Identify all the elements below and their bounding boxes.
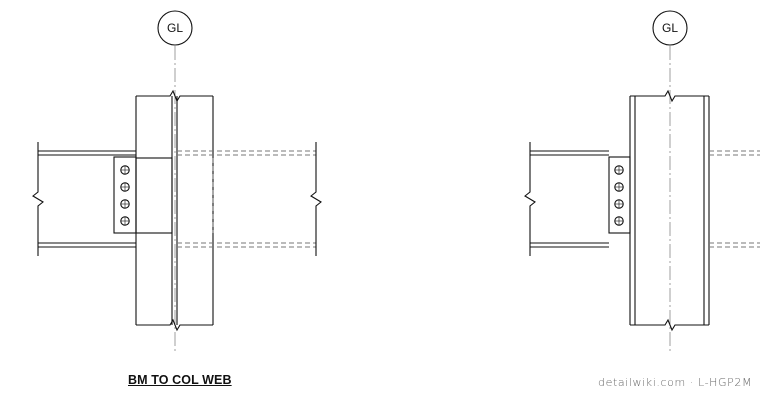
column-break-top-left [136,89,213,103]
bolt [614,199,624,209]
bolt [614,182,624,192]
gridline-bubble-left [157,10,193,46]
column-right [629,89,710,332]
watermark: detailwiki.com · L-HGP2M [598,376,753,389]
fin-plate-right [608,156,631,234]
bolt [120,182,130,192]
hidden-beam-far-right [709,150,760,248]
hidden-beam-right [177,150,316,248]
bolt [120,216,130,226]
detail-title: BM TO COL WEB [128,373,232,387]
column-left [135,89,214,332]
column-break-top-right [630,89,709,103]
bolt [120,165,130,175]
beam-right-detail [524,142,609,256]
left-detail: GL [32,10,322,352]
bolt [614,216,624,226]
bolts-right [614,165,624,226]
beam-break-left [32,142,44,256]
beam-left [32,142,136,256]
gridline-label-right: GL [662,21,678,35]
right-detail: GL [524,10,760,352]
bolt [120,199,130,209]
column-break-bottom-right [630,318,709,332]
gridline-label-left: GL [167,21,183,35]
fin-plate-left [113,156,137,234]
bolt [614,165,624,175]
shear-plate-left [135,157,173,234]
column-break-bottom-left [136,318,213,332]
beam-break-right-detail [524,142,536,256]
beam-break-right [310,142,322,256]
gridline-bubble-right [652,10,688,46]
bolts-left [120,165,130,226]
